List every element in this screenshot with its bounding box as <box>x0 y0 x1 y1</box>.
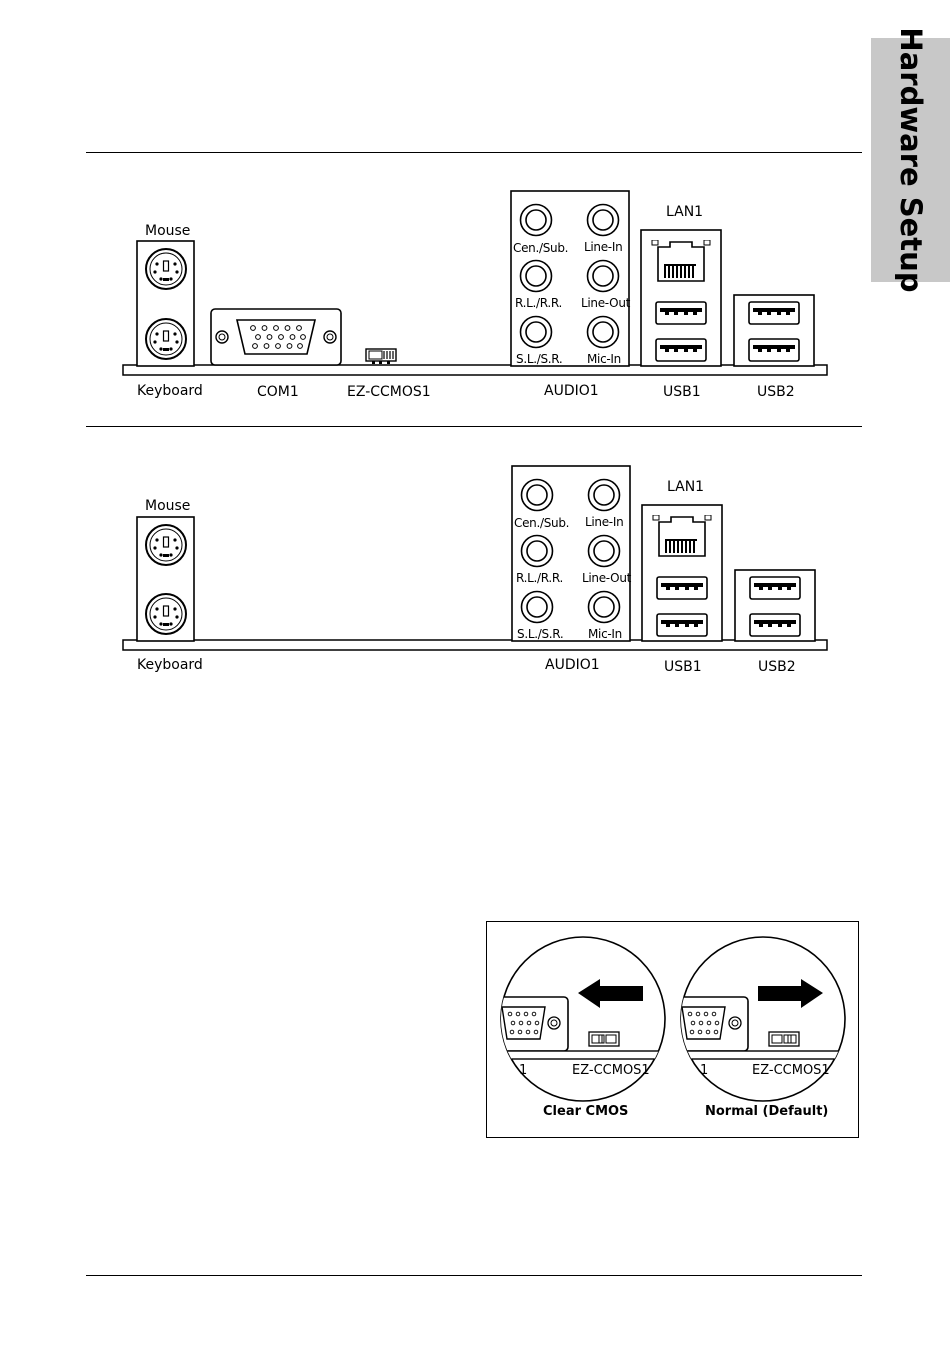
cmos-right-switch-label: EZ-CCMOS1 <box>752 1063 830 1078</box>
switch-right-position <box>769 1032 799 1046</box>
bottom-rule <box>86 1275 862 1276</box>
cmos-left-switch-label: EZ-CCMOS1 <box>572 1063 650 1078</box>
clear-cmos-caption: Clear CMOS <box>543 1104 628 1119</box>
cmos-left-partial-label: 1 <box>519 1063 527 1078</box>
switch-left-position <box>589 1032 619 1046</box>
normal-default-caption: Normal (Default) <box>705 1104 828 1119</box>
cmos-right-partial-label: 1 <box>700 1063 708 1078</box>
cmos-illustration <box>0 0 950 1150</box>
